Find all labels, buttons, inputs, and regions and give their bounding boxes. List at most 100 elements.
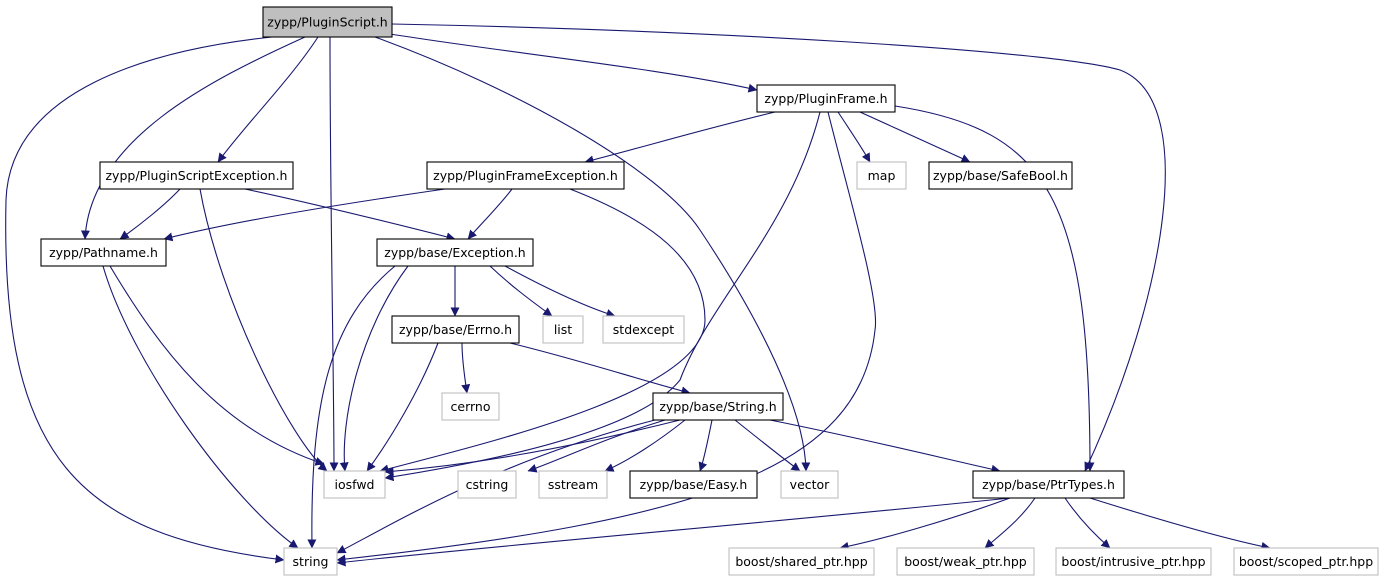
node-string_h[interactable]: zypp/base/String.h [652,392,784,421]
node-vector: vector [780,470,839,499]
node-box [542,315,584,344]
edge-string_h-to-cstring [527,419,666,473]
node-label: zypp/Pathname.h [49,245,158,260]
node-list: list [542,315,584,344]
node-easy[interactable]: zypp/base/Easy.h [629,470,758,499]
edge-ptrtypes-to-scoped_ptr [1089,497,1271,551]
node-box [928,161,1073,190]
node-box [538,470,608,499]
edge-line [1089,497,1271,551]
edge-line [217,36,319,163]
node-label: zypp/base/Errno.h [399,322,512,337]
edge-line [384,419,681,476]
edge-ptrtypes-to-shared_ptr [839,497,1011,551]
node-pluginframe[interactable]: zypp/PluginFrame.h [756,84,896,113]
node-box [629,470,758,499]
edge-pluginframe-to-string [336,111,877,564]
node-stdexcept: stdexcept [602,315,685,344]
node-label: boost/scoped_ptr.hpp [1239,554,1373,569]
edge-line [80,36,306,240]
edge-line [837,111,871,163]
node-label: zypp/PluginFrame.h [764,91,887,106]
edge-line [109,265,325,466]
edge-root-to-ptrtypes [391,23,1166,472]
node-cstring: cstring [457,470,517,499]
edge-pluginframeexc-to-iosfwd [379,188,706,474]
edge-pathname-to-iosfwd [109,265,325,466]
edge-pluginframe-to-pluginframeexc [584,111,776,165]
edge-pathname-to-string [102,265,299,549]
edge-string_h-to-iosfwd [384,419,681,476]
node-box [780,470,839,499]
edge-root-to-pathname [80,36,306,240]
node-box [323,470,386,499]
edge-pluginframe-to-iosfwd [384,111,821,482]
edge-line [199,188,328,472]
edge-errno-to-string_h [509,342,691,396]
node-box [728,547,875,576]
node-label: zypp/base/SafeBool.h [933,168,1068,183]
edge-line [391,23,1166,472]
edge-line [461,342,471,394]
edge-line [366,342,439,472]
node-errno[interactable]: zypp/base/Errno.h [391,315,520,344]
node-label: iosfwd [335,477,375,492]
edge-line [734,419,801,472]
node-label: vector [790,477,831,492]
node-pathname[interactable]: zypp/Pathname.h [40,238,167,267]
node-box [40,238,167,267]
node-sstream: sstream [538,470,608,499]
edge-pluginframe-to-safebool [859,111,971,163]
node-box [426,161,625,190]
node-pluginframeexc[interactable]: zypp/PluginFrameException.h [426,161,625,190]
node-label: boost/weak_ptr.hpp [904,554,1027,569]
node-box [1055,547,1212,576]
edge-line [489,265,553,317]
node-box [756,84,896,113]
node-box [391,315,520,344]
node-label: boost/intrusive_ptr.hpp [1061,554,1205,569]
edge-line [339,265,409,472]
edge-line [859,111,971,163]
edge-pluginscriptexc-to-iosfwd [199,188,328,472]
edge-line [698,419,713,472]
edge-line [119,188,181,240]
edge-line [329,36,339,472]
node-label: zypp/base/PtrTypes.h [982,477,1115,492]
edge-ptrtypes-to-intrusive_ptr [1064,497,1111,549]
node-ptrtypes[interactable]: zypp/base/PtrTypes.h [972,470,1125,499]
node-shared_ptr: boost/shared_ptr.hpp [728,547,875,576]
edge-exception-to-stdexcept [504,265,616,318]
edge-line [527,419,666,473]
node-root[interactable]: zypp/PluginScript.h [262,6,393,38]
node-box [457,470,517,499]
edge-pluginframeexc-to-exception [467,188,513,240]
edge-line [467,188,513,240]
node-box [1233,547,1379,576]
edge-line [584,111,776,165]
node-cerrno: cerrno [441,392,500,421]
edge-line [379,188,706,474]
node-box [602,315,685,344]
node-safebool[interactable]: zypp/base/SafeBool.h [928,161,1073,190]
edge-exception-to-list [489,265,553,317]
edge-root-to-string [5,36,285,564]
edge-pluginscriptexc-to-exception [244,188,456,242]
edge-root-to-vector [374,36,811,472]
header-nodes: zypp/PluginScript.h zypp/PluginFrame.h zyp… [40,6,1379,576]
node-label: zypp/PluginScript.h [267,15,387,30]
edge-root-to-iosfwd [329,36,339,472]
node-pluginscriptexc[interactable]: zypp/PluginScriptException.h [99,161,294,190]
edge-line [1064,497,1111,549]
node-scoped_ptr: boost/scoped_ptr.hpp [1233,547,1379,576]
node-intrusive_ptr: boost/intrusive_ptr.hpp [1055,547,1212,576]
edge-line [384,111,821,482]
edge-line [163,188,446,242]
node-exception[interactable]: zypp/base/Exception.h [376,238,534,267]
node-label: zypp/base/Easy.h [640,477,748,492]
dependency-edges [5,23,1271,567]
node-iosfwd: iosfwd [323,470,386,499]
edge-root-to-pluginscriptexc [217,36,319,163]
edge-line [984,497,1036,549]
